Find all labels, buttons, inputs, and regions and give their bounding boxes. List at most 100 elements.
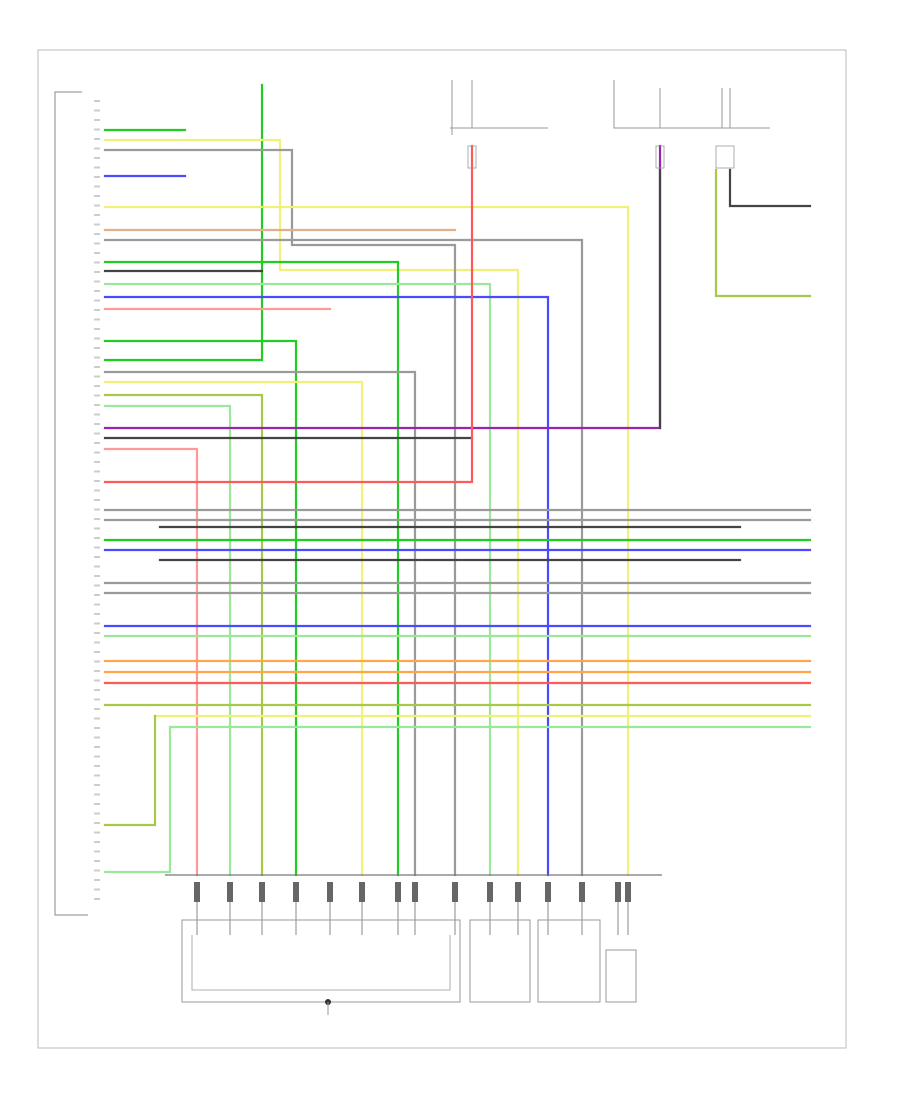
pin-mark [94, 888, 100, 891]
pin-mark [94, 109, 100, 112]
top-connector-left [450, 80, 548, 169]
pin-mark [94, 689, 100, 691]
pin-mark [94, 698, 100, 701]
pin-mark [94, 271, 100, 273]
pin-mark [94, 727, 100, 729]
pin-mark [94, 204, 100, 207]
pin-mark [94, 404, 100, 406]
wire-olive-low [103, 714, 157, 827]
pin-mark [94, 489, 100, 492]
wire-yellow-2 [103, 205, 630, 877]
connector-pin [412, 882, 418, 902]
connector-pin [194, 882, 200, 902]
pin-mark [94, 470, 100, 473]
pin-mark [94, 774, 100, 777]
pin-mark [94, 214, 100, 216]
wire-gray-2 [103, 238, 584, 877]
pin-mark [94, 147, 100, 150]
pin-mark [94, 784, 100, 786]
pin-mark [94, 860, 100, 862]
pin-mark [94, 480, 100, 482]
pin-mark [94, 185, 100, 188]
wire-gray-3 [103, 370, 417, 877]
pin-mark [94, 518, 100, 520]
pin-mark [94, 565, 100, 568]
pin-mark [94, 195, 100, 197]
pin-mark [94, 328, 100, 330]
connector-pin [327, 882, 333, 902]
pin-mark [94, 385, 100, 387]
pin-mark [94, 584, 100, 587]
pin-mark [94, 432, 100, 435]
connector-pin [293, 882, 299, 902]
wire-green-3 [103, 339, 298, 877]
pin-mark [94, 869, 100, 872]
pin-mark [94, 337, 100, 340]
pin-mark [94, 546, 100, 549]
pin-mark [94, 613, 100, 615]
pin-mark [94, 575, 100, 577]
wire-layer [103, 83, 812, 935]
connector-pin [515, 882, 521, 902]
wire-green-low [103, 725, 172, 874]
pin-mark [94, 119, 100, 121]
wire-yellow-1 [103, 138, 520, 877]
wire-purple [103, 144, 662, 430]
pin-mark [94, 176, 100, 178]
ecm-connector [54, 91, 88, 916]
pin-mark [94, 765, 100, 767]
pin-mark [94, 850, 100, 853]
pin-mark [94, 527, 100, 530]
pin-mark [94, 755, 100, 758]
pin-mark [94, 157, 100, 159]
diagram-frame [37, 49, 847, 1049]
wire-yellow-3 [103, 380, 364, 877]
pin-mark [94, 290, 100, 292]
wire-pink-1 [103, 447, 199, 877]
pin-mark [94, 746, 100, 748]
pin-mark [94, 822, 100, 824]
pin-mark [94, 499, 100, 501]
pin-mark [94, 841, 100, 843]
connector-pin [579, 882, 585, 902]
connector-pin [359, 882, 365, 902]
pin-mark [94, 318, 100, 321]
pin-mark [94, 252, 100, 254]
pin-mark [94, 708, 100, 710]
pin-mark [94, 309, 100, 311]
pin-mark [94, 831, 100, 834]
pin-mark [94, 138, 100, 140]
pin-mark [94, 299, 100, 302]
connector-pin [259, 882, 265, 902]
pin-mark [94, 166, 100, 169]
connector-pin [545, 882, 551, 902]
pin-mark [94, 261, 100, 264]
pin-mark [94, 641, 100, 644]
wire-red-2 [103, 144, 474, 484]
pin-mark [94, 347, 100, 349]
wire-gray-1 [103, 148, 457, 877]
pin-mark [94, 717, 100, 720]
pin-mark [94, 793, 100, 796]
wire-blue-2 [103, 295, 550, 877]
connector-pin [487, 882, 493, 902]
pin-mark [94, 128, 100, 131]
wire-olive-v [714, 168, 812, 298]
pin-mark [94, 242, 100, 245]
pin-mark [94, 280, 100, 283]
connector-pin [395, 882, 401, 902]
pin-numbers [94, 100, 100, 900]
pin-mark [94, 803, 100, 805]
shift-solenoid-inner [191, 935, 451, 991]
wire-lgreen-1 [103, 282, 492, 877]
pin-mark [94, 632, 100, 634]
pin-mark [94, 233, 100, 235]
pin-mark [94, 651, 100, 653]
wire-green-top [103, 83, 264, 362]
pin-mark [94, 366, 100, 368]
pin-mark [94, 670, 100, 672]
pin-mark [94, 603, 100, 606]
connector-pin [227, 882, 233, 902]
pin-mark [94, 394, 100, 397]
